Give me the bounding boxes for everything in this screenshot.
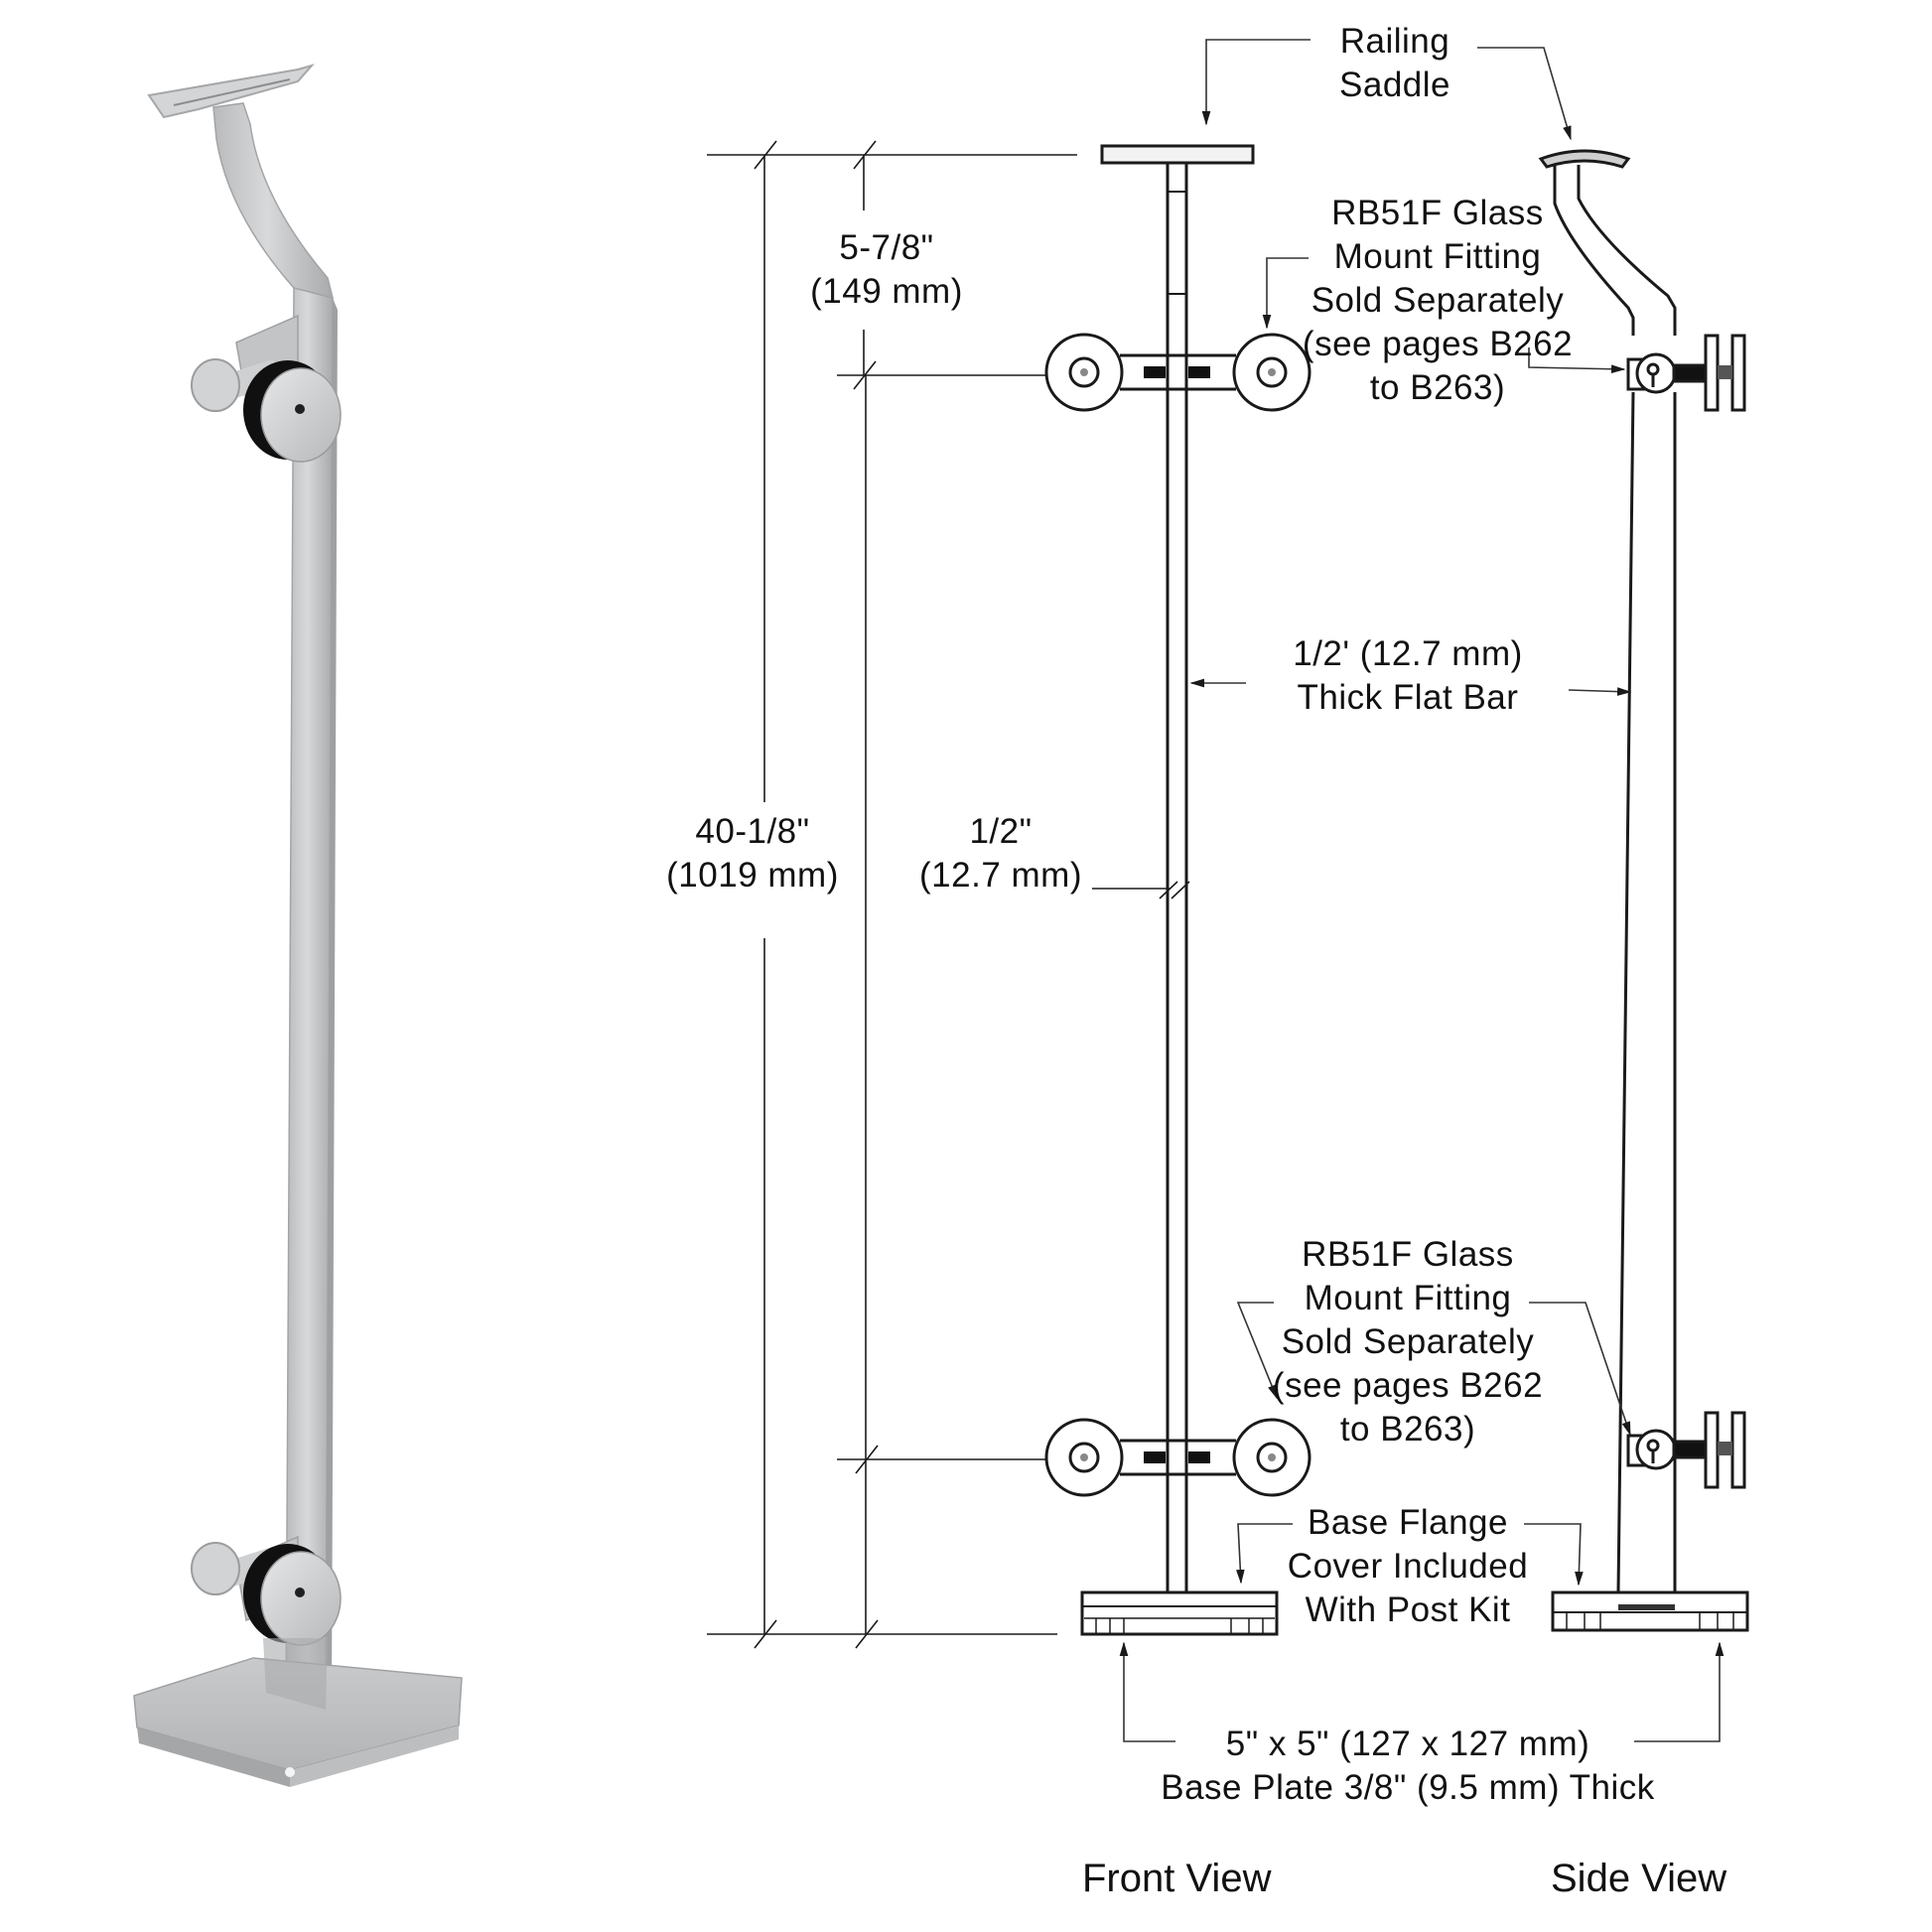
product-photo [133, 64, 463, 1787]
side-base-plate [1551, 1590, 1749, 1632]
front-view-drawing [1044, 144, 1311, 1636]
front-fitting-top [1044, 333, 1311, 412]
label-line: (1019 mm) [666, 856, 839, 895]
post-bar-front [285, 287, 334, 1711]
label-line: Sold Separately [1311, 281, 1565, 320]
front-fitting-bottom [1044, 1418, 1311, 1497]
label-line: 1/2" [969, 812, 1033, 851]
label-line: (see pages B262 [1302, 325, 1574, 363]
railing-saddle-label: Railing Saddle [1339, 20, 1450, 107]
label-line: Saddle [1339, 66, 1450, 104]
dimension-lines [707, 140, 1190, 1649]
label-line: 5" x 5" (127 x 127 mm) [1225, 1725, 1590, 1763]
overall-height-dimension-label: 40-1/8" (1019 mm) [666, 810, 839, 897]
label-line: With Post Kit [1305, 1590, 1511, 1629]
front-saddle [1100, 144, 1255, 165]
label-line: Cover Included [1287, 1547, 1529, 1586]
label-line: (see pages B262 [1272, 1366, 1544, 1405]
side-view-drawing [1538, 149, 1749, 1632]
label-line: (149 mm) [810, 272, 963, 311]
leader-lines [1119, 39, 1725, 1742]
flat-bar-label: 1/2' (12.7 mm) Thick Flat Bar [1293, 632, 1523, 720]
glass-fitting-top-label: RB51F Glass Mount Fitting Sold Separatel… [1303, 192, 1573, 410]
saddle-plate [147, 64, 315, 119]
bent-arm [212, 102, 334, 304]
glass-fitting-bottom-label: RB51F Glass Mount Fitting Sold Separatel… [1273, 1233, 1543, 1451]
post-bar-side [326, 298, 338, 1708]
side-fitting-top [1626, 334, 1746, 412]
label-line: 40-1/8" [695, 812, 810, 851]
label-line: 1/2' (12.7 mm) [1293, 634, 1523, 673]
glass-fitting-photo-top [191, 314, 342, 463]
label-line: Railing [1339, 22, 1450, 61]
label-line: Base Plate 3/8" (9.5 mm) Thick [1161, 1768, 1655, 1807]
label-line: Sold Separately [1281, 1322, 1535, 1361]
base-flange-label: Base Flange Cover Included With Post Kit [1288, 1501, 1528, 1632]
label-line: to B263) [1369, 368, 1506, 407]
bar-width-dimension-label: 1/2" (12.7 mm) [919, 810, 1082, 897]
base-plate-label: 5" x 5" (127 x 127 mm) Base Plate 3/8" (… [1161, 1723, 1655, 1810]
label-line: Mount Fitting [1333, 237, 1542, 276]
label-line: 5-7/8" [839, 228, 934, 267]
front-base-plate [1080, 1590, 1279, 1636]
front-view-title: Front View [1082, 1857, 1272, 1900]
label-line: to B263) [1339, 1410, 1476, 1449]
label-line: Mount Fitting [1304, 1279, 1512, 1317]
side-fitting-bottom [1626, 1411, 1746, 1489]
label-line: RB51F Glass [1302, 1235, 1514, 1274]
base-plate-photo [133, 1638, 463, 1787]
label-line: Thick Flat Bar [1297, 678, 1519, 717]
label-line: Base Flange [1307, 1503, 1509, 1542]
side-view-title: Side View [1551, 1857, 1727, 1900]
glass-fitting-photo-bottom [191, 1535, 342, 1646]
top-offset-dimension-label: 5-7/8" (149 mm) [810, 226, 963, 314]
side-saddle [1538, 149, 1631, 169]
label-line: RB51F Glass [1331, 194, 1544, 232]
label-line: (12.7 mm) [919, 856, 1082, 895]
